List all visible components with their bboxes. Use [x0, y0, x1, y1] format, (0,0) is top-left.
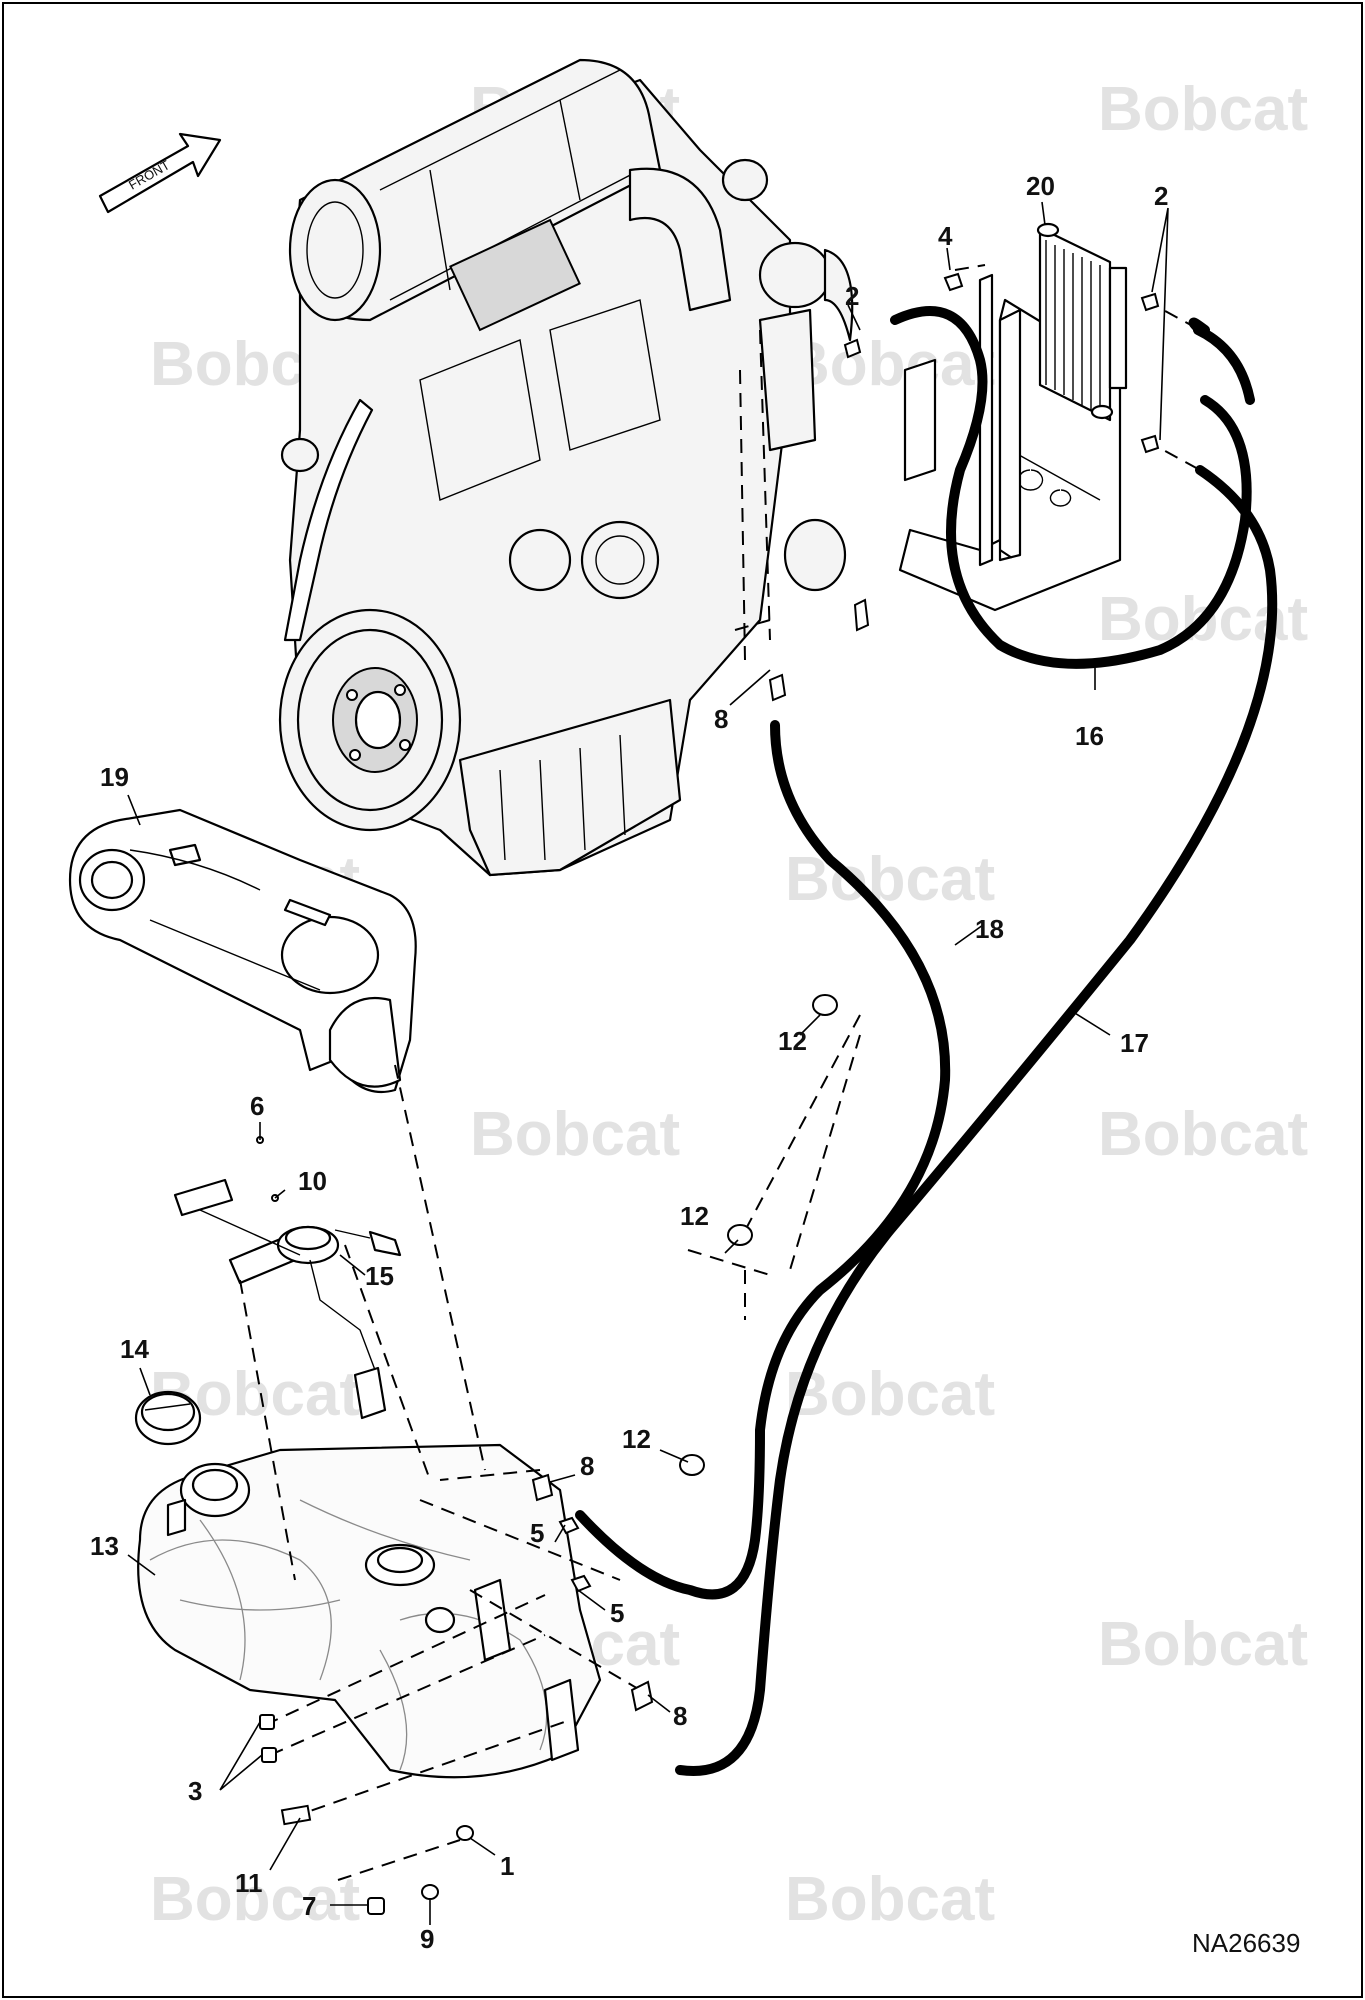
callout-20: 20	[1026, 171, 1055, 201]
watermark: Bobcat	[785, 1865, 995, 1934]
callout-1: 1	[500, 1851, 514, 1881]
callout-9: 9	[420, 1924, 434, 1954]
callout-12: 12	[622, 1424, 651, 1454]
watermark: Bobcat	[785, 1360, 995, 1429]
callout-15: 19	[100, 762, 129, 792]
watermark: Bobcat	[785, 845, 995, 914]
callout-17: 17	[1120, 1028, 1149, 1058]
watermark: Bobcat	[785, 330, 995, 399]
callout-5: 5	[530, 1518, 544, 1548]
clamp-12a	[812, 994, 838, 1016]
callout-8: 8	[580, 1451, 594, 1481]
callout-14: 14	[120, 1334, 149, 1364]
watermark: Bobcat	[1098, 1100, 1308, 1169]
hose-clamp	[853, 598, 870, 632]
watermark: Bobcat	[1098, 75, 1308, 144]
watermark: Bobcat	[1098, 1610, 1308, 1679]
callout-5: 5	[610, 1598, 624, 1628]
callout-8: 8	[714, 704, 728, 734]
hose-16-end	[1193, 325, 1255, 405]
hose-18	[575, 720, 951, 1600]
callout-6: 6	[250, 1091, 264, 1121]
callout-8: 8	[673, 1701, 687, 1731]
drawing-code: NA26639	[1192, 1928, 1300, 1958]
assembly-lines	[239, 264, 1201, 1881]
callout-2: 2	[845, 281, 859, 311]
callout-19: 15	[365, 1261, 394, 1291]
callout-2: 2	[1154, 181, 1168, 211]
callout-3: 3	[188, 1776, 202, 1806]
callout-12: 12	[778, 1026, 807, 1056]
callout-10: 10	[298, 1166, 327, 1196]
fuel-cooler	[898, 222, 1128, 612]
clamp-12b	[727, 1224, 753, 1246]
watermark: Bobcat	[150, 1865, 360, 1934]
fuel-tank-cover	[68, 808, 417, 1094]
hose-layer	[575, 306, 1278, 1776]
leader-lines	[127, 201, 1169, 1925]
watermark: Bobcat	[470, 1100, 680, 1169]
callout-layer: 19 2 2 4 20 8 16 18 17 12 6 10 15 12 14 …	[90, 171, 1168, 1954]
hardware-layer	[256, 272, 1160, 1915]
fuel-cap	[134, 1390, 202, 1446]
hose-17	[675, 465, 1278, 1776]
fuel-level-sender	[173, 1178, 402, 1420]
callout-7: 7	[302, 1891, 316, 1921]
callout-11: 11	[235, 1868, 263, 1898]
engine-assembly	[278, 58, 854, 877]
callout-18: 18	[975, 914, 1004, 944]
fuel-tank	[137, 1443, 602, 1779]
clamp-12c	[679, 1454, 705, 1476]
callout-13: 13	[90, 1531, 119, 1561]
callout-12: 12	[680, 1201, 709, 1231]
callout-4: 4	[938, 221, 953, 251]
callout-16: 16	[1075, 721, 1104, 751]
